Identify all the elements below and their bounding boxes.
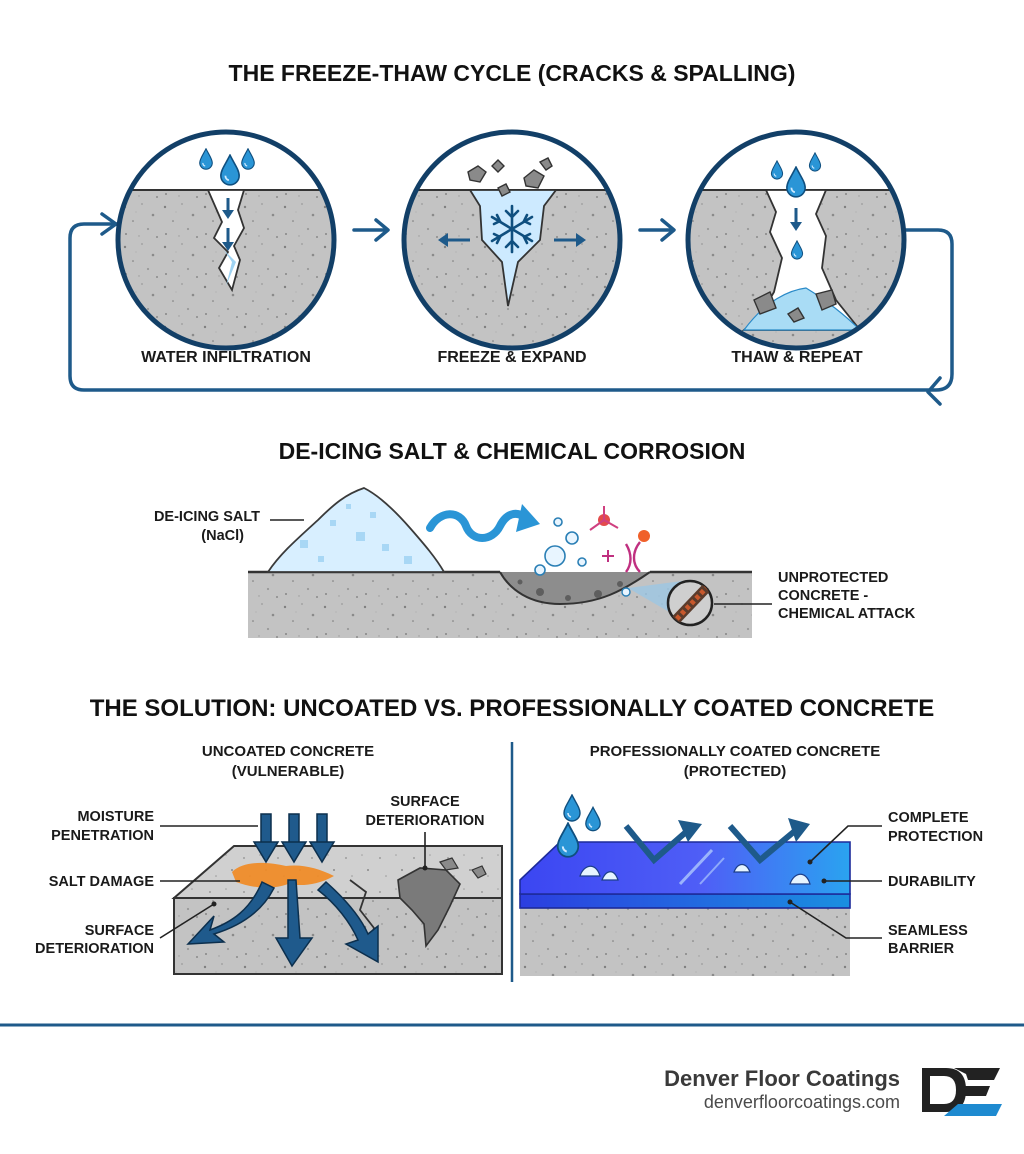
uncoated-subtitle: (VULNERABLE) (232, 763, 345, 780)
protection-label: PROTECTION (888, 829, 983, 845)
wavy-arrow-icon (426, 509, 530, 542)
uncoated-slab (171, 813, 503, 975)
right-arrow-icon (576, 233, 586, 247)
coated-subtitle: (PROTECTED) (684, 763, 787, 780)
salt-label-formula: (NaCl) (201, 528, 244, 544)
brand-url: denverfloorcoatings.com (704, 1092, 900, 1112)
salt-pile-icon (266, 487, 446, 573)
down-arrow-icon (222, 210, 234, 219)
moisture-arrows-icon (186, 813, 379, 968)
attack-label: CONCRETE - (778, 588, 868, 604)
water-beads-icon (579, 863, 811, 885)
salt-damage-label: SALT DAMAGE (49, 874, 155, 890)
stage-label: WATER INFILTRATION (141, 349, 311, 366)
surface-label-top: SURFACE (390, 794, 460, 810)
coated-title: PROFESSIONALLY COATED CONCRETE (590, 743, 881, 760)
stage-water-infiltration (115, 129, 337, 351)
left-arrow-icon (438, 233, 448, 247)
down-arrow-icon (790, 222, 802, 231)
protection-label: COMPLETE (888, 810, 969, 826)
solution-title: THE SOLUTION: UNCOATED VS. PROFESSIONALL… (90, 695, 935, 722)
salt-title: DE-ICING SALT & CHEMICAL CORROSION (279, 438, 746, 464)
durability-label: DURABILITY (888, 874, 976, 890)
magnifier-icon (666, 579, 714, 627)
stage-thaw-repeat (685, 129, 907, 351)
deflect-arrows-icon (623, 824, 798, 865)
cycle-loop-arrowhead-right (926, 376, 942, 406)
snowflake-icon (490, 204, 534, 254)
stage-freeze-expand (401, 129, 623, 351)
moisture-label: PENETRATION (51, 828, 154, 844)
cycle-loop-arrow (68, 222, 954, 392)
moisture-label: MOISTURE (77, 809, 154, 825)
surface-label: DETERIORATION (35, 941, 154, 957)
bubbles-icon (534, 517, 587, 576)
attack-label: UNPROTECTED (778, 570, 888, 586)
seamless-label: SEAMLESS (888, 923, 968, 939)
salt-diagram (248, 487, 772, 638)
surface-label-top: DETERIORATION (366, 813, 485, 829)
coated-slab (519, 794, 851, 976)
stage-label: FREEZE & EXPAND (437, 349, 586, 366)
seamless-label: BARRIER (888, 941, 955, 957)
brand-name: Denver Floor Coatings (664, 1066, 900, 1091)
water-drop-icon (585, 806, 601, 832)
salt-label: DE-ICING SALT (154, 509, 260, 525)
cycle-title: THE FREEZE-THAW CYCLE (CRACKS & SPALLING… (229, 60, 796, 86)
cycle-loop-arrowhead-left (100, 212, 118, 236)
brand-logo-icon (922, 1068, 1002, 1116)
surface-label: SURFACE (85, 923, 155, 939)
deterioration-patch (397, 867, 461, 949)
down-arrow-icon (222, 242, 234, 251)
attack-label: CHEMICAL ATTACK (778, 606, 916, 622)
debris-icon (467, 157, 553, 197)
salt-stain (232, 862, 334, 888)
water-drop-icon (556, 822, 580, 858)
chemical-reaction-icon (589, 506, 650, 597)
stage-label: THAW & REPEAT (731, 349, 862, 366)
water-drop-icon (563, 794, 581, 822)
uncoated-title: UNCOATED CONCRETE (202, 743, 374, 760)
